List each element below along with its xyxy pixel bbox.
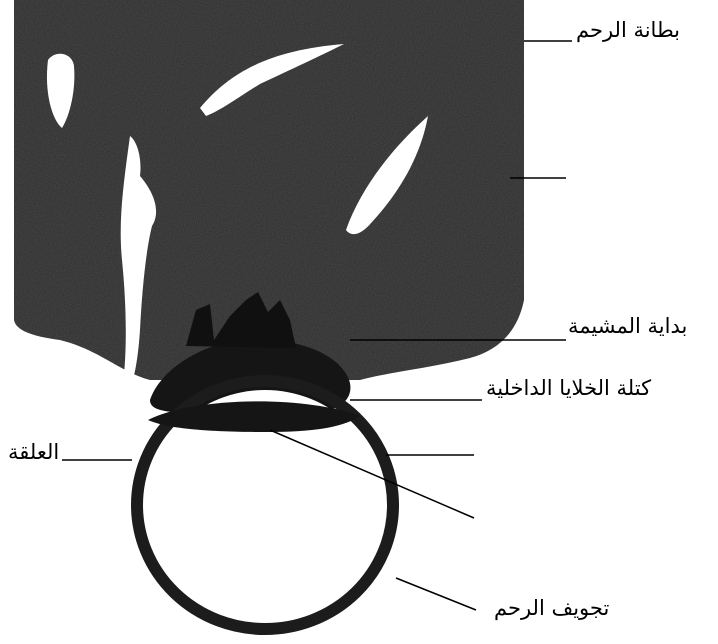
- alaqa-ring: [137, 381, 393, 629]
- label-endometrium: بطانة الرحم: [576, 18, 680, 42]
- label-chorion-start: بداية المشيمة: [568, 314, 687, 338]
- label-inner-cell-mass: كتلة الخلايا الداخلية: [486, 376, 651, 400]
- label-uterine-cavity: تجويف الرحم: [494, 596, 609, 620]
- label-alaqa: العلقة: [8, 440, 59, 464]
